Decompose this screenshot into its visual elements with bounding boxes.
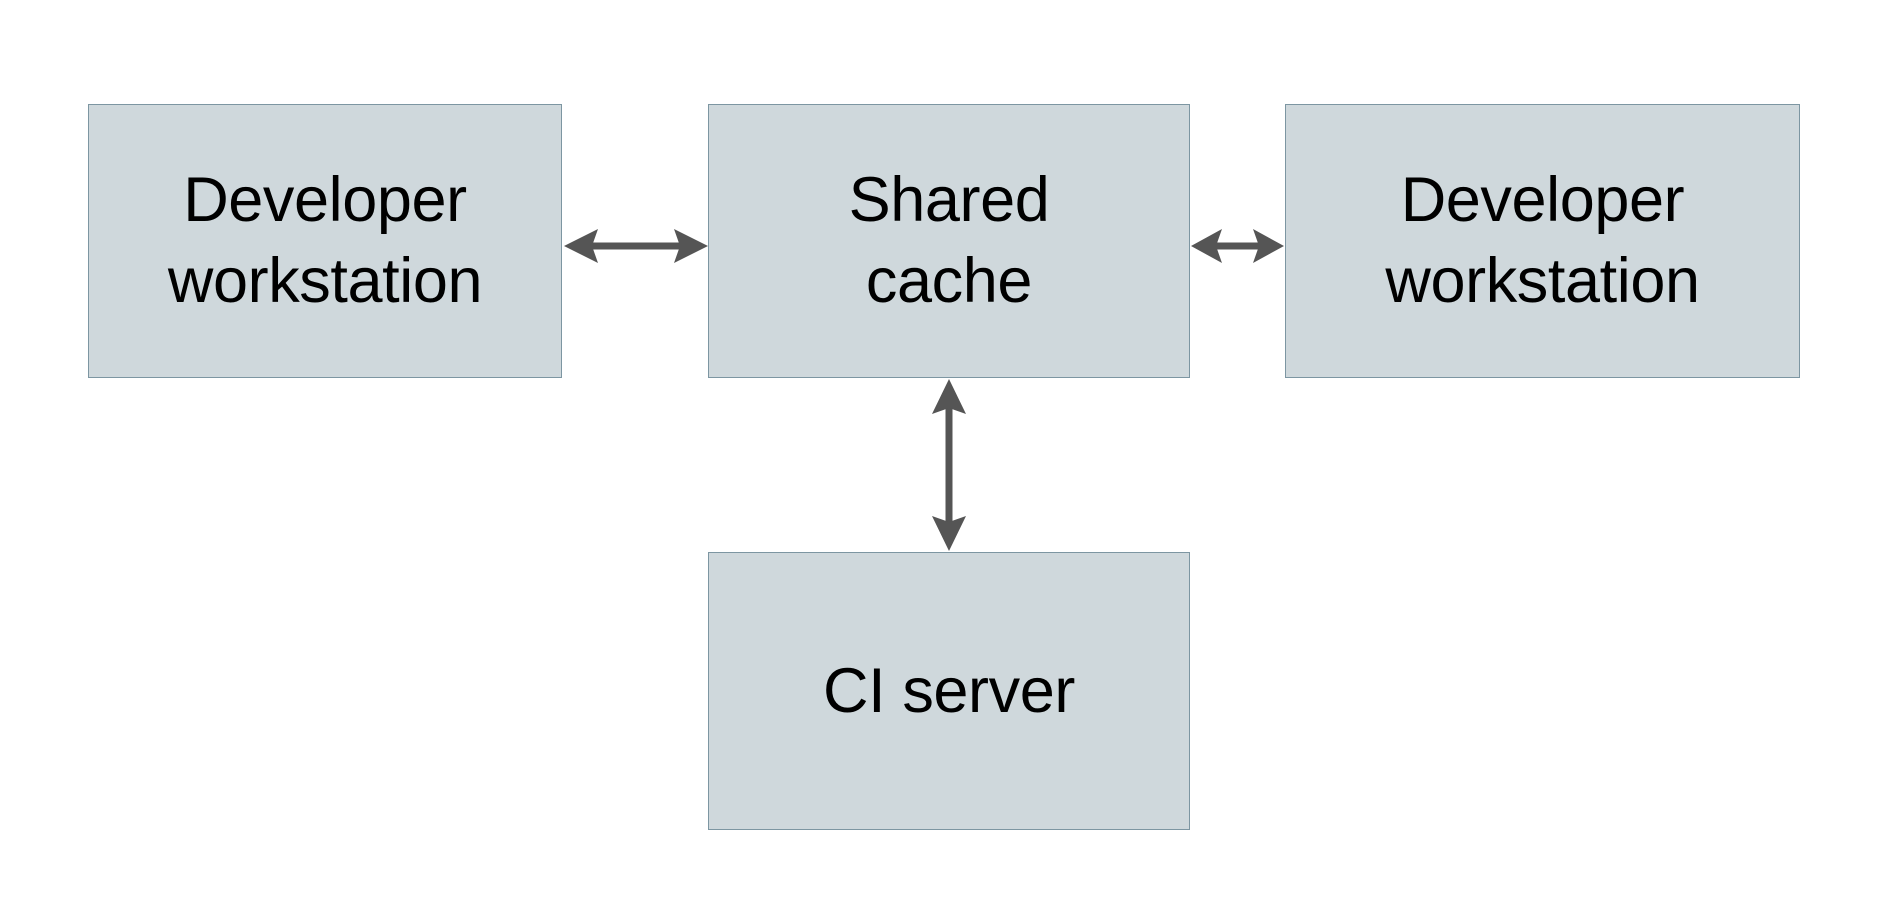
double-arrow-horizontal-icon bbox=[564, 229, 708, 263]
node-label-ci-server: CI server bbox=[823, 655, 1075, 726]
double-arrow-vertical-icon bbox=[932, 379, 966, 551]
node-shared-cache[interactable]: Shared cache bbox=[708, 104, 1190, 378]
edge-shared-cache-to-ci-server[interactable] bbox=[918, 378, 980, 552]
node-label-dev-workstation-left: Developer workstation bbox=[167, 165, 483, 316]
node-ci-server[interactable]: CI server bbox=[708, 552, 1190, 830]
node-label-shared-cache: Shared cache bbox=[848, 165, 1050, 316]
edge-shared-cache-to-right-workstation[interactable] bbox=[1190, 215, 1285, 277]
double-arrow-horizontal-icon bbox=[1191, 229, 1284, 263]
edge-left-workstation-to-shared-cache[interactable] bbox=[562, 215, 710, 277]
node-label-dev-workstation-right: Developer workstation bbox=[1385, 165, 1700, 316]
node-dev-workstation-left[interactable]: Developer workstation bbox=[88, 104, 562, 378]
node-dev-workstation-right[interactable]: Developer workstation bbox=[1285, 104, 1800, 378]
